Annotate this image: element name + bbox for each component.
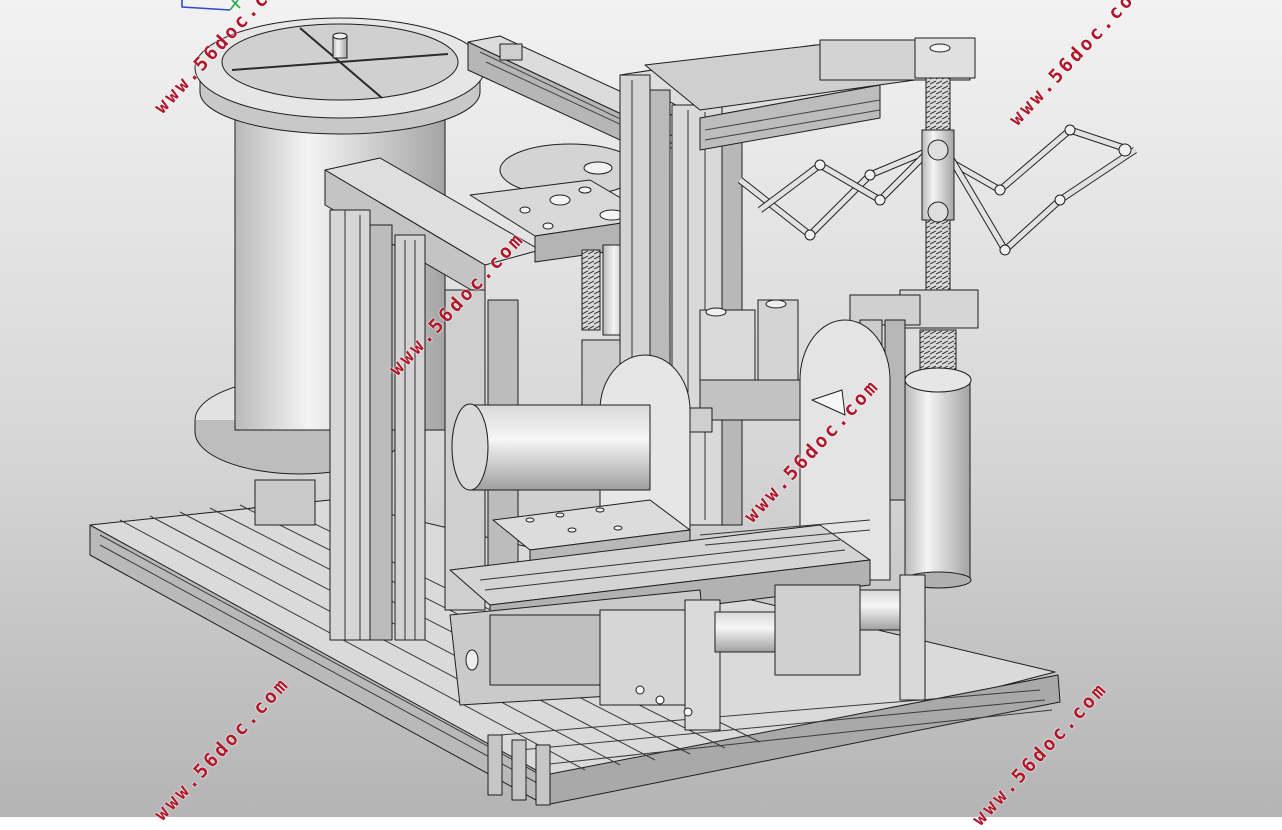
lower-screw-drive bbox=[449, 574, 926, 731]
right-clamp-disc bbox=[799, 319, 891, 581]
stepper-motor bbox=[904, 367, 972, 589]
vertical-lead-screw bbox=[899, 77, 979, 371]
view-orientation-triad-icon[interactable] bbox=[181, 0, 241, 11]
pneumatic-cylinders bbox=[699, 299, 801, 421]
